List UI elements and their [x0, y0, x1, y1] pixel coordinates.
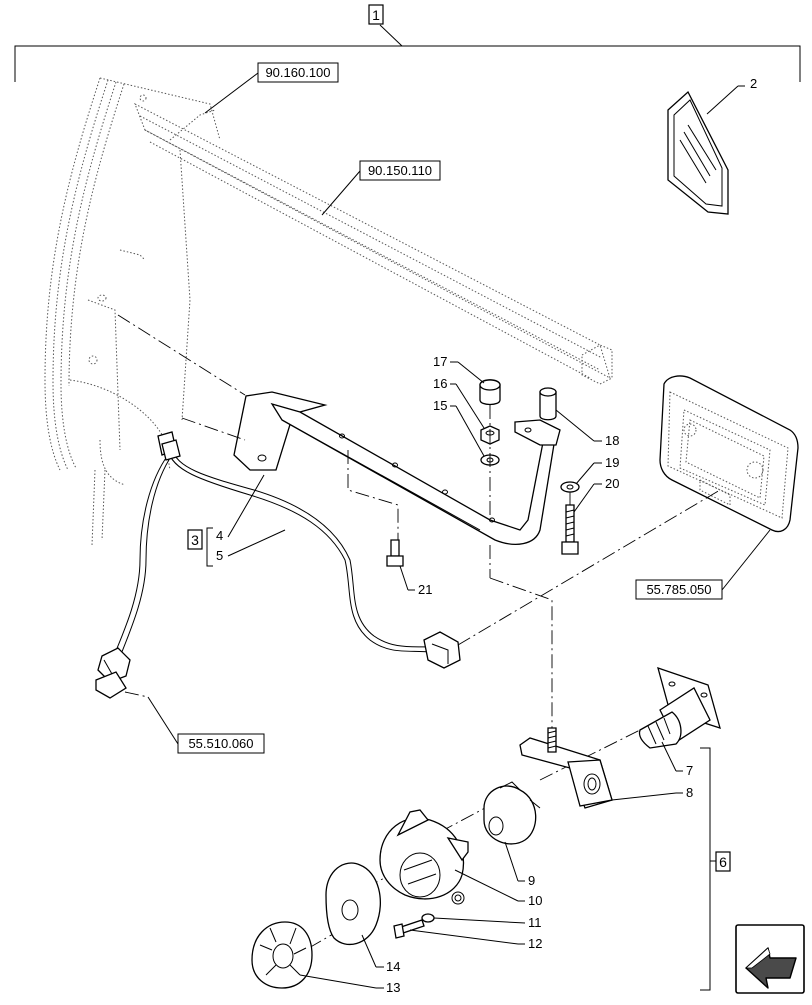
ref-label-90150110: 90.150.110	[368, 163, 432, 178]
label-3: 3	[191, 532, 199, 548]
display-monitor: 55.785.050	[635, 375, 799, 600]
label-11: 11	[528, 915, 542, 930]
group-3: 3 4 5	[187, 474, 286, 567]
knob-assembly	[251, 781, 541, 989]
label-12: 12	[528, 936, 542, 951]
label-13: 13	[386, 980, 400, 995]
manual-booklet: 2	[667, 76, 757, 215]
ref-90150110: 90.150.110	[321, 160, 441, 216]
label-7: 7	[686, 763, 693, 778]
label-9: 9	[528, 873, 535, 888]
label-1: 1	[372, 7, 380, 23]
group-6: 6	[700, 747, 731, 991]
lower-mount	[519, 666, 721, 809]
assembly-bracket: 1	[14, 4, 801, 82]
ref-label-55510060: 55.510.060	[188, 736, 253, 751]
cab-frame	[44, 77, 613, 546]
mounting-bracket	[233, 391, 561, 545]
ref-55510060: 55.510.060	[147, 696, 265, 754]
ref-label-55785050: 55.785.050	[646, 582, 711, 597]
label-17: 17	[433, 354, 447, 369]
alignment-lines	[117, 314, 721, 961]
ref-90160100: 90.160.100	[204, 62, 339, 114]
next-page-arrow-icon[interactable]	[735, 924, 805, 994]
label-16: 16	[433, 376, 447, 391]
wiring-harness	[95, 431, 461, 699]
label-19: 19	[605, 455, 619, 470]
label-18: 18	[605, 433, 619, 448]
label-8: 8	[686, 785, 693, 800]
ref-label-90160100: 90.160.100	[265, 65, 330, 80]
label-20: 20	[605, 476, 619, 491]
label-5: 5	[216, 548, 223, 563]
label-6: 6	[719, 854, 727, 870]
part-labels: 17 16 15 18 19 20 21 7 8 9 10 11 12 14 1…	[299, 354, 693, 995]
label-21: 21	[418, 582, 432, 597]
label-2: 2	[750, 76, 757, 91]
label-15: 15	[433, 398, 447, 413]
label-10: 10	[528, 893, 542, 908]
hardware-stack	[386, 379, 580, 567]
label-4: 4	[216, 528, 223, 543]
label-14: 14	[386, 959, 400, 974]
